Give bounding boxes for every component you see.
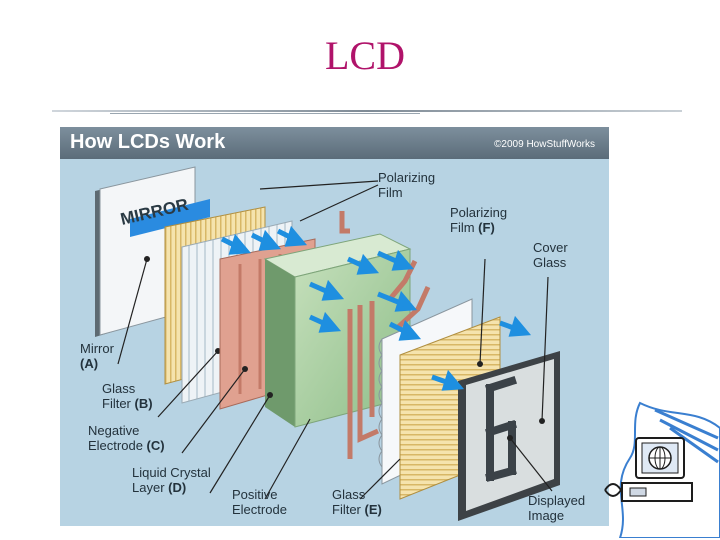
label-mirror: Mirror(A) <box>80 341 114 371</box>
seven-segment-digit <box>484 375 518 482</box>
slide-title: LCD <box>325 33 405 78</box>
title-divider <box>52 110 682 112</box>
computer-clipart-icon <box>604 401 720 538</box>
globe-icon <box>648 446 672 470</box>
figure-header-bar: How LCDs Work ©2009 HowStuffWorks <box>60 127 609 159</box>
cover-glass-layer <box>458 351 560 521</box>
title-divider-accent <box>110 113 420 114</box>
lcd-diagram-figure: How LCDs Work ©2009 HowStuffWorks <box>60 127 609 526</box>
light-arrows <box>220 225 532 391</box>
figure-credit: ©2009 HowStuffWorks <box>494 139 595 150</box>
leader-lines <box>117 180 553 500</box>
figure-title: How LCDs Work <box>70 131 226 153</box>
lcd-layers-illustration: MIRROR <box>95 166 560 521</box>
